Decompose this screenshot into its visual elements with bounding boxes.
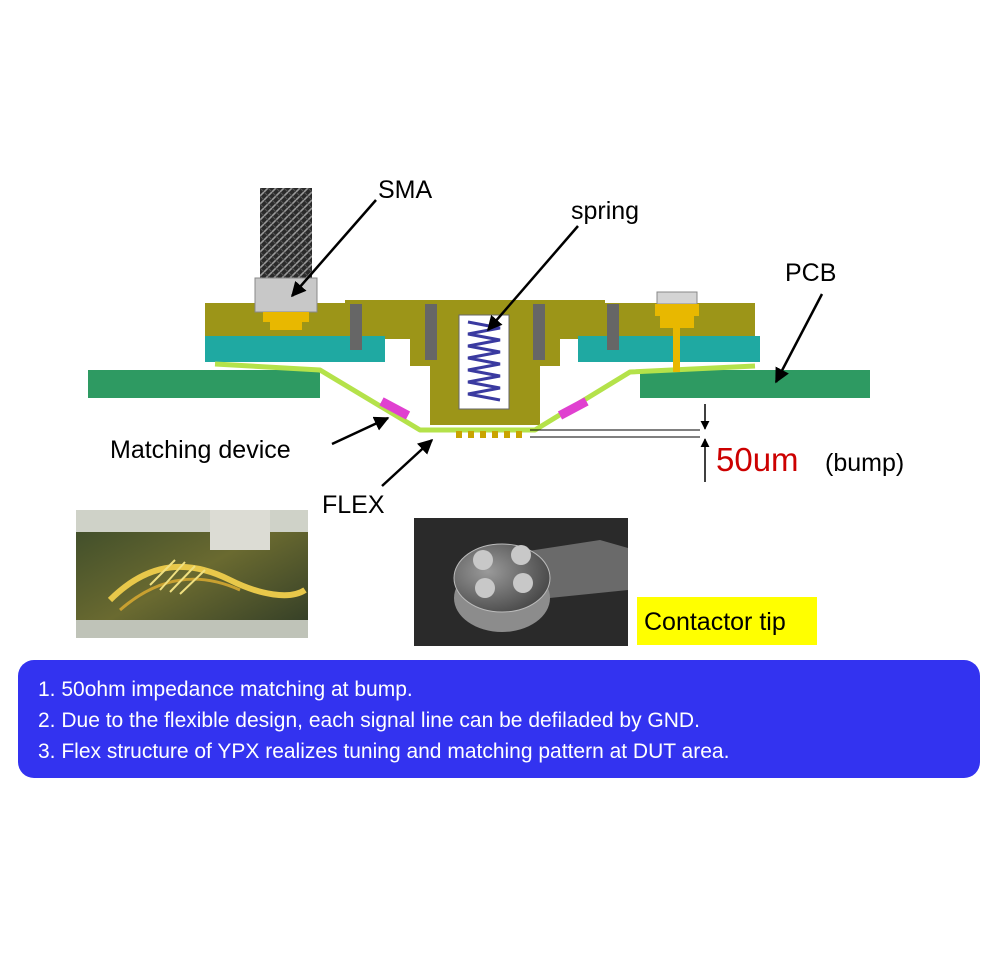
matching-device-left: [379, 397, 411, 420]
note-line-1: 1. 50ohm impedance matching at bump.: [38, 678, 413, 701]
right-connector-top: [656, 291, 698, 305]
flex-leader-arrow: [381, 438, 434, 487]
sma-connector-flange: [270, 322, 302, 330]
sma-label: SMA: [378, 176, 433, 204]
right-connector-ring: [655, 304, 699, 316]
contactor-tip-highlight: [637, 597, 817, 645]
flex-assembly-photo: [76, 510, 308, 638]
right-connector-ring2: [660, 316, 694, 328]
bump-value-label: 50um: [716, 441, 799, 478]
pcb-right: [640, 370, 870, 398]
contactor-tip-photo: [414, 518, 628, 646]
matching-device-right: [557, 397, 589, 420]
flex-label: FLEX: [322, 491, 385, 519]
sma-connector-nut: [254, 277, 318, 313]
right-connector-pin: [673, 328, 680, 372]
matching-device-leader-arrow: [331, 416, 390, 446]
pcb-leader-arrow: [774, 293, 824, 384]
spring-label: spring: [571, 197, 639, 225]
bump-note-label: (bump): [825, 449, 904, 477]
sma-connector-body: [260, 188, 312, 278]
note-line-3: 3. Flex structure of YPX realizes tuning…: [38, 740, 730, 763]
pcb-label: PCB: [785, 259, 836, 287]
flex-film: [214, 361, 756, 433]
contactor-tip-label: Contactor tip: [644, 608, 786, 636]
pcb-left: [88, 370, 320, 398]
sma-leader-arrow: [291, 199, 377, 298]
matching-device-label: Matching device: [110, 436, 291, 464]
notes-box: 1. 50ohm impedance matching at bump. 2. …: [18, 660, 980, 778]
pin: [607, 304, 619, 350]
pin: [350, 304, 362, 350]
note-line-2: 2. Due to the flexible design, each sign…: [38, 709, 700, 732]
pin: [533, 304, 545, 360]
spring-leader-arrow: [487, 225, 579, 332]
bumps: [456, 431, 522, 438]
teal-board-right: [578, 336, 760, 362]
pin: [425, 304, 437, 360]
spring-coil: [467, 320, 501, 402]
sma-connector-base: [263, 312, 309, 322]
